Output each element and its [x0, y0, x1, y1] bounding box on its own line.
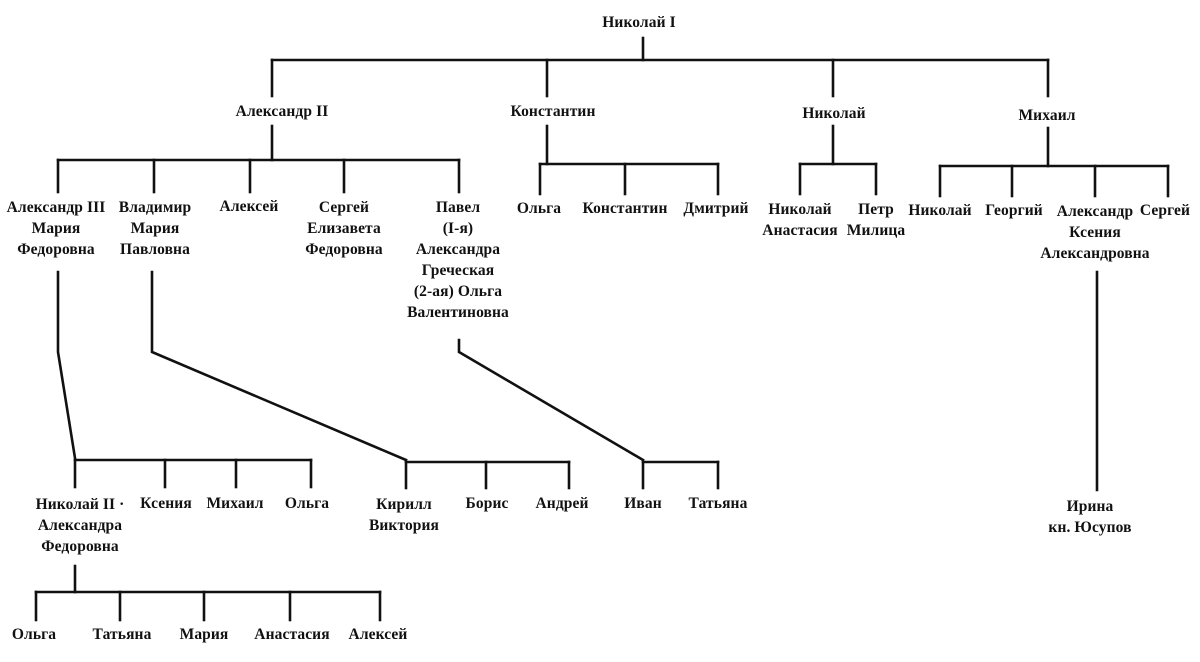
- node-alexander-2: Александр II: [235, 103, 329, 120]
- node-nikolai-1: Николай I: [602, 14, 676, 31]
- node-kirill: Кирилл Виктория: [368, 496, 440, 534]
- node-tatiana-p: Татьяна: [688, 495, 748, 512]
- node-sergei: Сергей Елизавета Федоровна: [305, 199, 383, 258]
- node-konstantin-k: Константин: [582, 200, 668, 217]
- node-mikhail-a3: Михаил: [206, 495, 264, 512]
- node-olga-n2: Ольга: [11, 626, 57, 643]
- node-olga-k: Ольга: [516, 200, 562, 217]
- node-konstantin: Константин: [510, 103, 596, 120]
- node-georgii: Георгий: [985, 202, 1043, 219]
- connector-line: [457, 338, 645, 462]
- node-anastasia-n2: Анастасия: [254, 626, 330, 643]
- node-vladimir: Владимир Мария Павловна: [118, 199, 192, 258]
- node-andrei: Андрей: [535, 495, 589, 512]
- connector-line: [150, 270, 408, 462]
- node-nikolai-2: Николай II · Александра Федоровна: [35, 496, 125, 555]
- node-aleksei-n2: Алексей: [348, 626, 408, 643]
- node-dmitrii: Дмитрий: [683, 200, 749, 217]
- connector-line: [56, 270, 77, 460]
- node-nikolai-m: Николай: [908, 202, 972, 219]
- node-boris: Борис: [465, 495, 509, 512]
- node-nikolai: Николай: [802, 105, 866, 122]
- node-maria-n2: Мария: [179, 626, 229, 643]
- node-tatiana-n2: Татьяна: [92, 626, 152, 643]
- node-aleksei: Алексей: [219, 198, 279, 215]
- node-petr: Петр Милица: [846, 201, 906, 239]
- node-ksenia: Ксения: [140, 495, 192, 512]
- node-mikhail: Михаил: [1018, 107, 1076, 124]
- node-alexander-3: Александр III Мария Федоровна: [6, 199, 106, 258]
- node-sergei-m: Сергей: [1139, 202, 1191, 219]
- node-irina: Ирина кн. Юсупов: [1048, 498, 1132, 536]
- node-alexander-m: Александр Ксения Александровна: [1040, 203, 1150, 262]
- node-nikolai-n: Николай Анастасия: [762, 201, 838, 239]
- node-ivan: Иван: [624, 495, 662, 512]
- node-olga-a3: Ольга: [284, 495, 330, 512]
- node-pavel: Павел (I-я) Александра Греческая (2-ая) …: [407, 199, 509, 321]
